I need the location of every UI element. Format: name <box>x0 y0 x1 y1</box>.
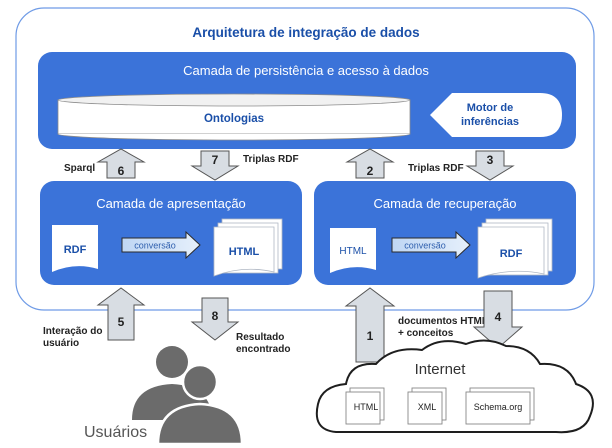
flow-arrow-8: 8 <box>190 297 240 341</box>
flow-number-2: 2 <box>367 164 374 178</box>
inference-engine: Motor de inferências <box>430 93 562 137</box>
flow-label-1-line1: documentos HTML <box>398 316 488 327</box>
flow-number-7: 7 <box>212 153 219 167</box>
flow-number-8: 8 <box>212 309 219 323</box>
flow-label-8-line2: encontrado <box>236 344 290 355</box>
flow-label-5-line1: Interação do <box>43 326 102 337</box>
retrieval-layer-label: Camada de recuperação <box>373 196 516 211</box>
flow-number-3: 3 <box>487 153 494 167</box>
retrieval-conversion-label: conversão <box>404 241 446 251</box>
flow-arrow-4: 4 <box>472 290 524 349</box>
users-icon <box>132 346 244 446</box>
persistence-layer-label: Camada de persistência e acesso à dados <box>183 63 429 78</box>
internet-source-xml: XML <box>407 387 447 425</box>
flow-label-6: Sparql <box>64 163 95 174</box>
presentation-output-label: HTML <box>229 246 260 258</box>
flow-arrow-5: 5 <box>96 287 146 341</box>
retrieval-input-label: HTML <box>339 246 367 257</box>
flow-arrow-1: 1 <box>344 287 396 363</box>
presentation-input-label: RDF <box>64 244 87 256</box>
ontology-label: Ontologias <box>204 113 264 125</box>
flow-number-5: 5 <box>118 315 125 329</box>
flow-arrow-3: 3 <box>465 150 515 181</box>
flow-label-3: Triplas RDF <box>408 163 464 174</box>
flow-number-4: 4 <box>495 310 502 324</box>
presentation-conversion-arrow: conversão <box>121 230 201 260</box>
flow-number-6: 6 <box>118 164 125 178</box>
retrieval-output-label: RDF <box>500 248 523 260</box>
users-label: Usuários <box>84 424 147 441</box>
flow-arrow-7: 7 <box>190 150 240 181</box>
internet-source-label-xml: XML <box>418 402 437 412</box>
flow-label-7: Triplas RDF <box>243 154 299 165</box>
internet-source-schemaorg: Schema.org <box>465 387 535 425</box>
internet-source-html: HTML <box>345 387 385 425</box>
retrieval-conversion-arrow: conversão <box>391 230 471 260</box>
diagram-title: Arquitetura de integração de dados <box>192 25 419 40</box>
ontology-store: Ontologias <box>57 93 411 141</box>
flow-arrow-2: 2 <box>345 148 395 179</box>
inference-engine-line2: inferências <box>461 116 519 128</box>
internet-source-label-html: HTML <box>354 402 379 412</box>
presentation-input-document: RDF <box>52 225 98 272</box>
flow-number-1: 1 <box>367 329 374 343</box>
flow-label-1-line2: + conceitos <box>398 328 454 339</box>
retrieval-input-document: HTML <box>330 228 376 273</box>
presentation-layer-label: Camada de apresentação <box>96 196 246 211</box>
internet-source-label-schemaorg: Schema.org <box>474 402 523 412</box>
flow-label-5-line2: usuário <box>43 338 79 349</box>
inference-engine-line1: Motor de <box>467 102 513 114</box>
flow-arrow-6: 6 <box>96 148 146 179</box>
presentation-output-documents: HTML <box>213 218 283 277</box>
internet-label: Internet <box>415 361 467 378</box>
presentation-conversion-label: conversão <box>134 241 176 251</box>
retrieval-output-documents: RDF <box>477 218 553 279</box>
flow-label-8-line1: Resultado <box>236 332 284 343</box>
